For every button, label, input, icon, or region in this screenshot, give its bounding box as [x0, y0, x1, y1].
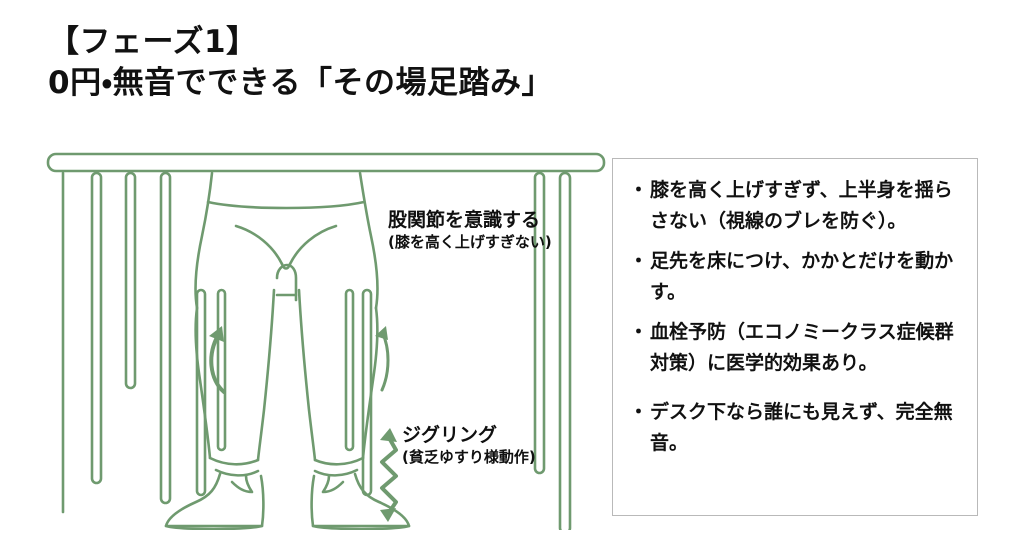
shoe-left-body — [164, 472, 265, 528]
hip-arrow-head — [209, 326, 224, 342]
shoe-left-sole — [164, 524, 264, 530]
desk-leg-2 — [90, 171, 103, 485]
bullet-marker: ・ — [629, 321, 649, 343]
bullet-marker: ・ — [629, 401, 649, 423]
hip-arrow-curve-right — [380, 330, 390, 392]
jiggling-zigzag — [380, 434, 398, 516]
desk-leg-6 — [558, 171, 572, 530]
list-item: ・ 足先を床につけ、かかとだけを動かす。 — [629, 246, 963, 308]
shoe-right-tongue — [321, 474, 345, 494]
trouser-left-inner — [256, 288, 276, 462]
list-item: ・ デスク下なら誰にも見えず、完全無音。 — [629, 397, 963, 459]
annotation-jiggling: ジグリング (貧乏ゆすり様動作) — [402, 423, 536, 467]
thigh-crease-right — [288, 224, 338, 266]
bullet-text: デスク下なら誰にも見えず、完全無音。 — [650, 401, 953, 454]
chair-leg-right-front — [344, 288, 355, 452]
desk-leg-5 — [533, 171, 546, 475]
jiggling-arrow-head-top — [380, 428, 397, 442]
desk-leg-3 — [124, 171, 137, 390]
jiggling-arrow-head-bottom — [380, 508, 396, 522]
knee-center-cap — [275, 263, 298, 302]
list-item: ・ 膝を高く上げすぎず、上半身を揺らさない（視線のブレを防ぐ）。 — [629, 175, 963, 237]
chair-leg-right-back — [361, 288, 373, 497]
trouser-right-inner — [297, 288, 317, 462]
trouser-hem-right — [313, 456, 365, 466]
bullet-marker: ・ — [629, 250, 649, 272]
bullet-text: 血栓予防（エコノミークラス症候群対策）に医学的効果あり。 — [650, 321, 954, 374]
ankle-cuff-right — [313, 468, 359, 477]
title-line-subtitle: 0円・無音でできる「その場足踏み」 — [48, 65, 553, 101]
bullet-text: 膝を高く上げすぎず、上半身を揺らさない（視線のブレを防ぐ）。 — [650, 179, 953, 232]
bullet-marker: ・ — [629, 179, 649, 201]
annotation-hip-main: 股関節を意識する — [388, 209, 541, 231]
ankle-cuff-left — [214, 468, 260, 477]
shoe-right-sole — [311, 524, 411, 530]
title-line-phase: 【フェーズ1】 — [48, 24, 258, 60]
annotation-jiggling-main: ジグリング — [402, 424, 498, 446]
desk-top — [46, 152, 606, 173]
thigh-crease-left — [234, 224, 284, 266]
hip-outline-right — [358, 171, 379, 310]
page-title: 【フェーズ1】 0円・無音でできる「その場足踏み」 — [48, 22, 748, 104]
shoe-left-tongue — [230, 474, 254, 494]
bullet-text: 足先を床につけ、かかとだけを動かす。 — [650, 250, 954, 303]
chair-leg-left-back — [195, 288, 207, 497]
trouser-left-outer — [194, 306, 212, 460]
list-item: ・ 血栓予防（エコノミークラス症候群対策）に医学的効果あり。 — [629, 317, 963, 379]
desk-legs-illustration — [30, 140, 610, 530]
illustration-svg — [46, 152, 606, 530]
annotation-hip: 股関節を意識する (膝を高く上げすぎない) — [388, 208, 552, 252]
trouser-right-outer — [361, 306, 379, 460]
chair-leg-left-front — [216, 288, 227, 452]
waistband — [206, 200, 366, 210]
hip-arrow-head-right — [375, 326, 388, 340]
hip-outline-left — [194, 171, 214, 310]
trouser-hem-left — [208, 456, 260, 466]
shoe-right-body — [310, 472, 411, 528]
desk-leg-4 — [159, 171, 172, 505]
annotation-jiggling-sub: (貧乏ゆすり様動作) — [402, 448, 536, 466]
info-panel: ・ 膝を高く上げすぎず、上半身を揺らさない（視線のブレを防ぐ）。 ・ 足先を床に… — [612, 158, 978, 516]
annotation-hip-sub: (膝を高く上げすぎない) — [388, 233, 552, 251]
